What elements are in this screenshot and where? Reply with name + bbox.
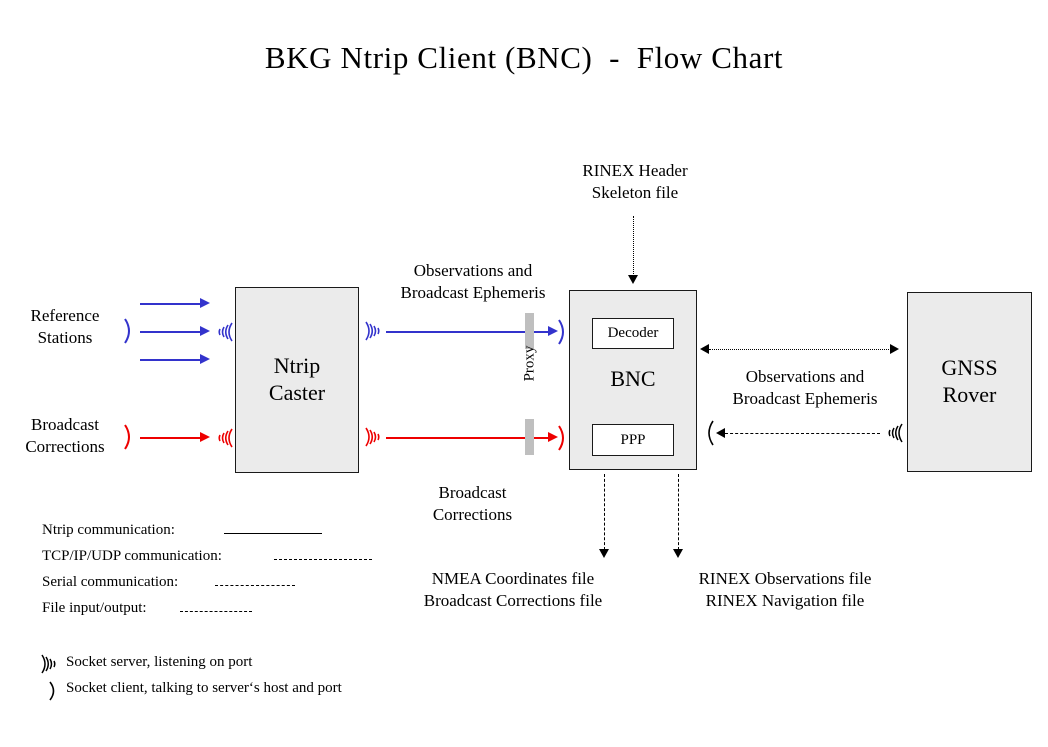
legend-line-styles: Ntrip communication: TCP/IP/UDP communic… [42,522,372,626]
label-reference-stations: Reference Stations [30,306,100,347]
arrow-line-bnc-to-nmea-files [604,474,605,550]
arrow-head-refstation-2 [200,326,210,336]
arrow-line-caster-to-bnc-obs [386,331,550,333]
socket-client-paren-icon-bnc-obs [556,317,570,352]
proxy-bar-lower [525,419,534,455]
arrow-line-broadcast-corrections-in [140,437,202,439]
legend-socket-symbols: Socket server, listening on port Socket … [38,652,458,704]
node-bnc-ppp[interactable]: PPP [592,424,674,456]
arrow-line-refstation-1 [140,303,202,305]
arrow-head-bnc-to-rinex-files [673,549,683,558]
arrow-line-rinex-header-to-bnc [633,216,634,276]
arrow-head-caster-to-bnc-corr [548,432,558,442]
legend-row-fileio: File input/output: [42,600,372,626]
node-bnc-label: BNC [610,366,656,391]
socket-client-paren-icon-legend [46,679,60,708]
legend-row-ntrip: Ntrip communication: [42,522,372,548]
arrow-head-refstation-3 [200,354,210,364]
node-gnss-rover-label: GNSS Rover [941,355,998,407]
arrow-head-bnc-to-nmea-files [599,549,609,558]
socket-server-antenna-icon-caster-in-blue [214,318,236,351]
label-rinex-header-skeleton-file: RINEX Header Skeleton file [582,161,688,202]
label-broadcast-corrections-input: Broadcast Corrections [25,415,105,456]
arrow-head-rover-serial-left [700,344,709,354]
legend-sample-tcpip [274,559,372,560]
legend-label-ntrip: Ntrip communication: [42,522,175,538]
legend-row-socket-server: Socket server, listening on port [38,652,458,678]
arrow-line-refstation-2 [140,331,202,333]
arrow-head-rinex-header-to-bnc [628,275,638,284]
node-ntrip-caster-label: Ntrip Caster [268,353,326,405]
arrow-line-refstation-3 [140,359,202,361]
legend-sample-ntrip [224,533,322,534]
label-nmea-output-files: NMEA Coordinates file Broadcast Correcti… [423,569,603,610]
legend-row-socket-client: Socket client, talking to server‘s host … [38,678,458,704]
label-broadcast-corrections-caster: Broadcast Corrections [432,483,513,524]
legend-label-socket-server: Socket server, listening on port [66,654,253,670]
socket-server-antenna-icon-rover [884,419,906,452]
legend-label-socket-client: Socket client, talking to server‘s host … [66,680,342,696]
legend-sample-fileio [180,611,252,612]
arrow-head-caster-to-bnc-obs [548,326,558,336]
legend-row-serial: Serial communication: [42,574,372,600]
legend-label-fileio: File input/output: [42,600,147,616]
socket-server-antenna-icon-legend [38,652,60,681]
arrow-line-rover-serial [709,349,891,350]
arrow-head-rover-tcp [716,428,725,438]
legend-row-tcpip: TCP/IP/UDP communication: [42,548,372,574]
socket-server-antenna-icon-caster-out-blue [362,317,384,350]
socket-server-antenna-icon-caster-in-red [214,424,236,457]
arrow-head-rover-serial-right [890,344,899,354]
socket-client-paren-icon-bnc-corr [556,423,570,458]
label-rinex-output-files: RINEX Observations file RINEX Navigation… [698,569,872,610]
node-gnss-rover[interactable]: GNSS Rover [907,292,1032,472]
socket-client-paren-icon-broadcast [122,422,136,457]
legend-sample-serial [215,585,295,586]
label-observations-ephemeris-rover: Observations and Broadcast Ephemeris [732,367,878,408]
proxy-bar-upper [525,313,534,349]
socket-client-paren-icon-rover-tcp [702,418,716,453]
socket-client-paren-icon-refstations [122,316,136,351]
legend-label-tcpip: TCP/IP/UDP communication: [42,548,222,564]
node-bnc-ppp-label: PPP [620,431,646,448]
legend-label-serial: Serial communication: [42,574,179,590]
label-observations-ephemeris-caster: Observations and Broadcast Ephemeris [400,261,546,302]
label-proxy: Proxy [521,345,538,382]
node-ntrip-caster[interactable]: Ntrip Caster [235,287,359,473]
page-title: BKG Ntrip Client (BNC) - Flow Chart [264,40,784,75]
arrow-line-rover-tcp [725,433,880,434]
arrow-line-caster-to-bnc-corr [386,437,550,439]
arrow-line-bnc-to-rinex-files [678,474,679,550]
node-bnc-decoder-label: Decoder [607,325,659,341]
arrow-head-refstation-1 [200,298,210,308]
node-bnc-decoder[interactable]: Decoder [592,318,674,349]
arrow-head-broadcast-corrections-in [200,432,210,442]
socket-server-antenna-icon-caster-out-red [362,423,384,456]
